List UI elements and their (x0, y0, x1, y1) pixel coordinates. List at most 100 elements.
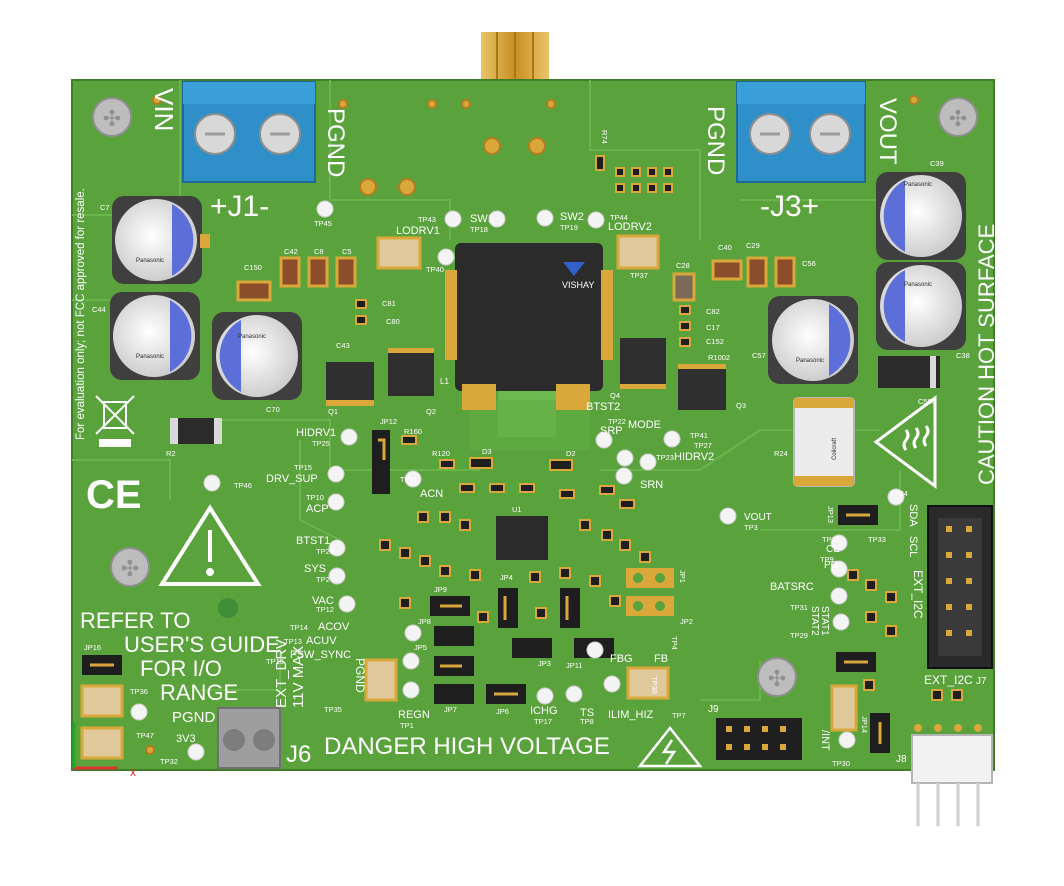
test-points (130, 200, 905, 761)
hidrv2-label: HIDRV2 (674, 451, 714, 463)
header-j9 (716, 718, 802, 760)
lodrv1-label: LODRV1 (396, 225, 440, 237)
caution-hot-surface: CAUTION HOT SURFACE (974, 224, 999, 485)
mosfet-q2 (388, 348, 434, 396)
ce-signal-label: CE (826, 544, 840, 555)
resistor-r2 (170, 418, 222, 444)
refdes: C28 (676, 261, 690, 270)
refdes: TP23 (656, 453, 674, 462)
pgnd-label-left: PGND (322, 108, 349, 177)
refdes: TP9 (820, 555, 834, 564)
header-ext-i2c (927, 505, 993, 669)
refdes: TP36 (130, 687, 148, 696)
ext-i2c-side: EXT_I2C (911, 570, 925, 619)
refdes: C152 (706, 337, 724, 346)
refdes: TP27 (694, 441, 712, 450)
refdes: C57 (752, 351, 766, 360)
fb-label: FB (654, 653, 668, 665)
ext-drv-label: EXT_DRV (273, 639, 290, 708)
capacitor-c44 (110, 292, 200, 380)
inductor-l1 (445, 243, 613, 410)
scl-label: SCL (907, 536, 919, 557)
refdes: TP19 (560, 223, 578, 232)
refdes: TP25 (312, 439, 330, 448)
danger-high-voltage: DANGER HIGH VOLTAGE (324, 733, 610, 760)
vac-label: VAC (312, 595, 334, 607)
refdes: JP16 (84, 643, 101, 652)
refdes: TP30 (832, 759, 850, 768)
refer-line-4: RANGE (160, 680, 238, 705)
refdes: TP8 (580, 717, 594, 726)
panasonic-mark: Panasonic (136, 354, 164, 360)
acp-label: ACP (306, 503, 329, 515)
mosfet-q4 (620, 338, 666, 389)
ceramic-caps (236, 256, 796, 302)
btst2-label: BTST2 (586, 401, 620, 413)
diode-c506 (878, 356, 940, 388)
refdes: JP4 (500, 573, 513, 582)
refdes: TP46 (234, 481, 252, 490)
panasonic-mark: Panasonic (904, 282, 932, 288)
refdes: TP31 (790, 603, 808, 612)
refdes: Q1 (328, 407, 338, 416)
refdes: TP11 (400, 475, 417, 484)
ts-label: TS (580, 707, 594, 719)
refdes: JP8 (418, 617, 431, 626)
ce-mark: CE (86, 473, 142, 517)
vout-tp-label: VOUT (744, 512, 772, 523)
refdes: R120 (432, 449, 450, 458)
vin-label: VIN (149, 88, 179, 131)
refdes: C17 (706, 323, 720, 332)
fcc-notice: For evaluation only; not FCC approved fo… (75, 188, 87, 440)
acov-label: ACOV (318, 621, 350, 633)
silkscreen-text: +J1- -J3+ VIN PGND PGND VOUT For evaluat… (75, 88, 999, 768)
stat1-label: STAT1 (819, 606, 830, 636)
mounting-hole: ✣ (757, 657, 797, 697)
capacitor-c38 (876, 262, 966, 350)
refdes: TP33 (868, 535, 886, 544)
terminal-block-j1 (182, 81, 316, 183)
refer-line-2: USER'S GUIDE (124, 632, 280, 657)
refdes: TP1 (400, 721, 414, 730)
refdes: C42 (284, 247, 298, 256)
pgnd-j6-label: PGND (172, 709, 216, 726)
ext-i2c-bottom: EXT_I2C (924, 673, 973, 687)
j8-label: J8 (896, 754, 907, 765)
acn-label: ACN (420, 488, 443, 500)
refdes: JP1 (678, 570, 687, 583)
sw1-label: SW1 (470, 213, 494, 225)
refdes: D2 (566, 449, 576, 458)
int-label: /INT (819, 730, 831, 751)
refdes: TP3 (744, 523, 758, 532)
refdes: C29 (746, 241, 760, 250)
refdes: C5 (342, 247, 352, 256)
svg-text:✣: ✣ (768, 666, 786, 691)
refdes: JP2 (680, 617, 693, 626)
refdes: JP5 (414, 643, 427, 652)
refdes: TP14 (290, 623, 308, 632)
ce-mark-text: CE (86, 473, 142, 517)
v3v3-label: 3V3 (176, 733, 196, 745)
refdes: U1 (512, 505, 522, 514)
capacitor-c39 (876, 172, 966, 260)
refdes: C150 (244, 263, 262, 272)
refdes: TP13 (284, 637, 302, 646)
refdes: Q4 (610, 391, 620, 400)
hidrv1-label: HIDRV1 (296, 427, 336, 439)
vout-label: VOUT (874, 98, 901, 165)
sys-label: SYS (304, 563, 326, 575)
panasonic-mark: Panasonic (796, 358, 824, 364)
refdes: C82 (706, 307, 720, 316)
acuv-label: ACUV (306, 635, 337, 647)
refdes: TP18 (470, 225, 488, 234)
terminal-block-j3 (736, 81, 866, 183)
refdes: TP35 (324, 705, 342, 714)
j1-label: +J1- (210, 190, 269, 223)
refdes: R2 (166, 449, 176, 458)
drv-sup-label: DRV_SUP (266, 473, 318, 485)
refdes: TP37 (630, 271, 648, 280)
refdes: C44 (92, 305, 106, 314)
refdes: TP43 (418, 215, 436, 224)
refdes: TP34 (890, 489, 908, 498)
